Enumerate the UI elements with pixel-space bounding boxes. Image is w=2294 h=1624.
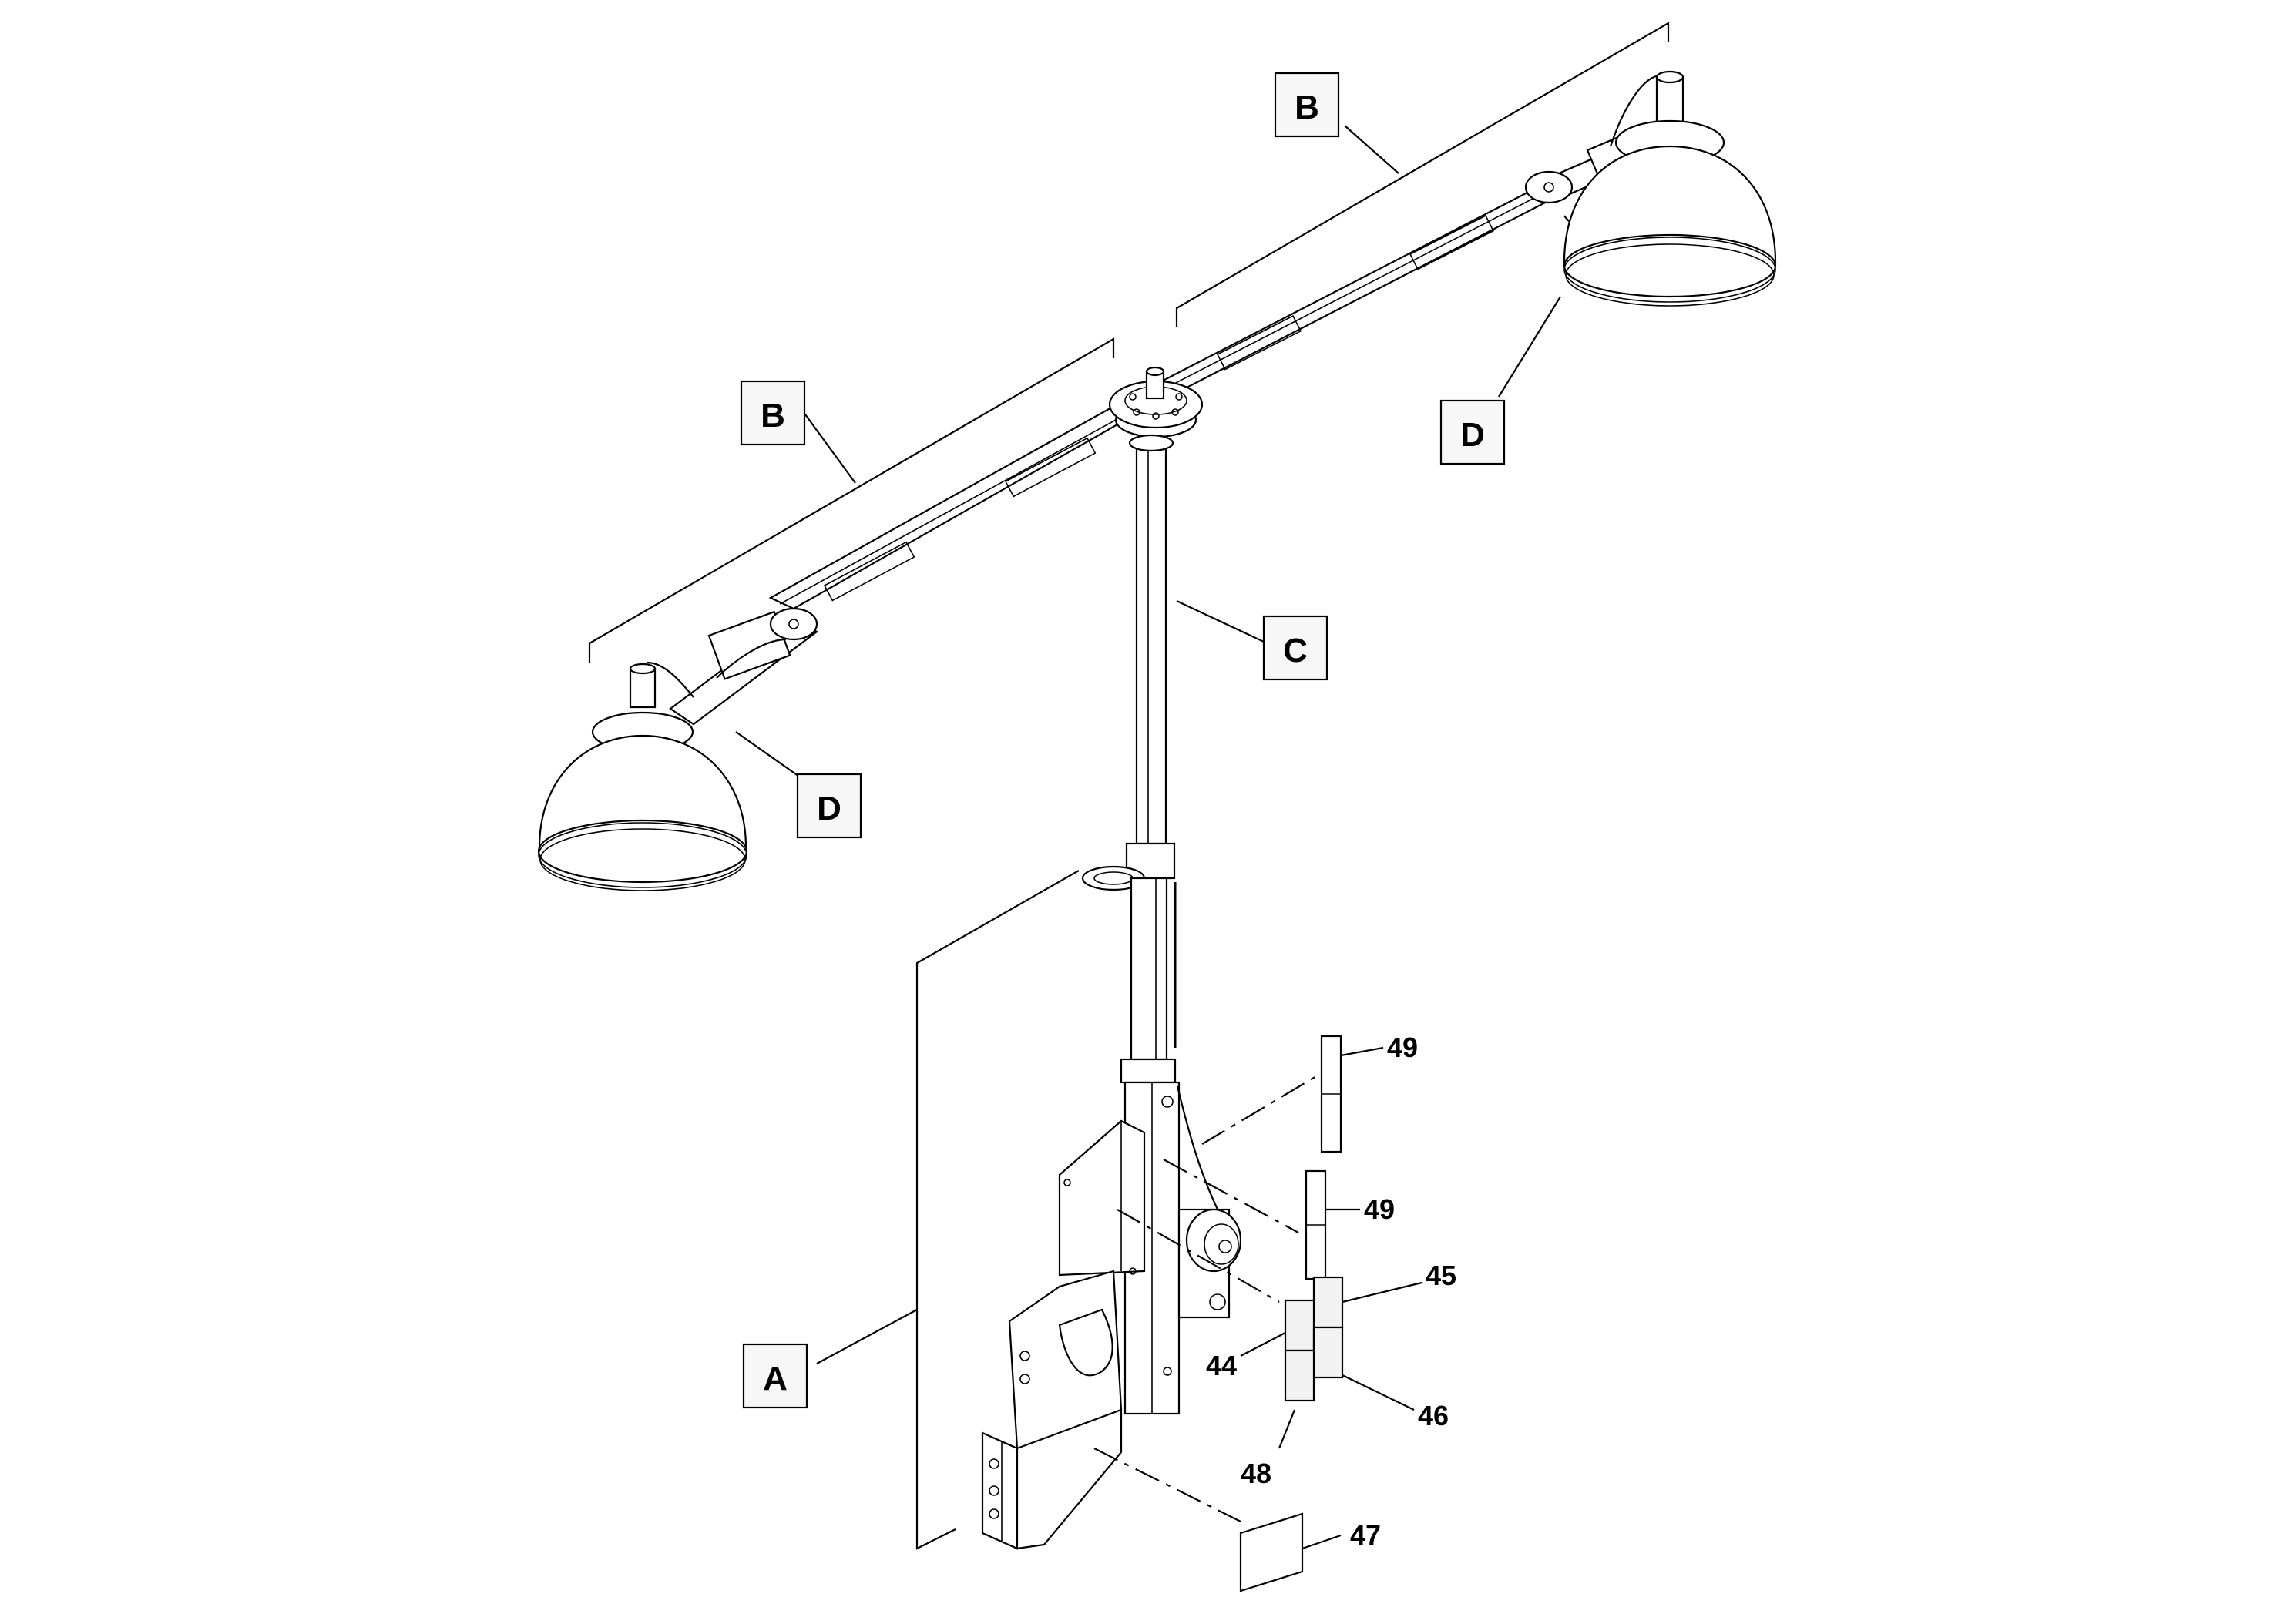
label-a: A	[763, 1360, 788, 1398]
label-box-a: A	[742, 1343, 808, 1409]
part-number-44: 44	[1206, 1350, 1237, 1381]
decal-45	[1312, 1276, 1344, 1329]
label-c: C	[1283, 632, 1308, 669]
label-b-right: B	[1295, 89, 1319, 126]
part-number-47: 47	[1350, 1519, 1381, 1551]
label-box-b-left: B	[740, 380, 806, 446]
decal-46	[1312, 1326, 1344, 1379]
winch	[1177, 1208, 1242, 1319]
label-box-d-left: D	[796, 773, 862, 839]
group-brackets	[588, 22, 1670, 1550]
label-box-c: C	[1262, 615, 1328, 681]
right-lamp-assembly	[1524, 70, 1777, 307]
decal-48	[1284, 1349, 1315, 1402]
label-box-b-right: B	[1274, 72, 1340, 138]
part-number-46: 46	[1418, 1400, 1449, 1431]
label-box-d-right: D	[1439, 399, 1506, 465]
decal-47	[1239, 1512, 1304, 1592]
part-number-49-lower: 49	[1364, 1193, 1395, 1225]
left-lamp-assembly	[537, 607, 818, 891]
part-number-45: 45	[1426, 1260, 1456, 1291]
label-d-left: D	[817, 790, 841, 827]
label-b-left: B	[761, 397, 785, 435]
part-number-48: 48	[1241, 1458, 1271, 1489]
decal-leaders	[1093, 1046, 1422, 1550]
base-bracket	[981, 1119, 1146, 1550]
decal-44	[1284, 1299, 1315, 1352]
decal-49-upper	[1320, 1035, 1342, 1153]
part-number-49-upper: 49	[1387, 1032, 1418, 1063]
center-hub	[1108, 366, 1204, 438]
label-d-right: D	[1460, 416, 1485, 454]
decal-49-lower	[1305, 1169, 1327, 1280]
